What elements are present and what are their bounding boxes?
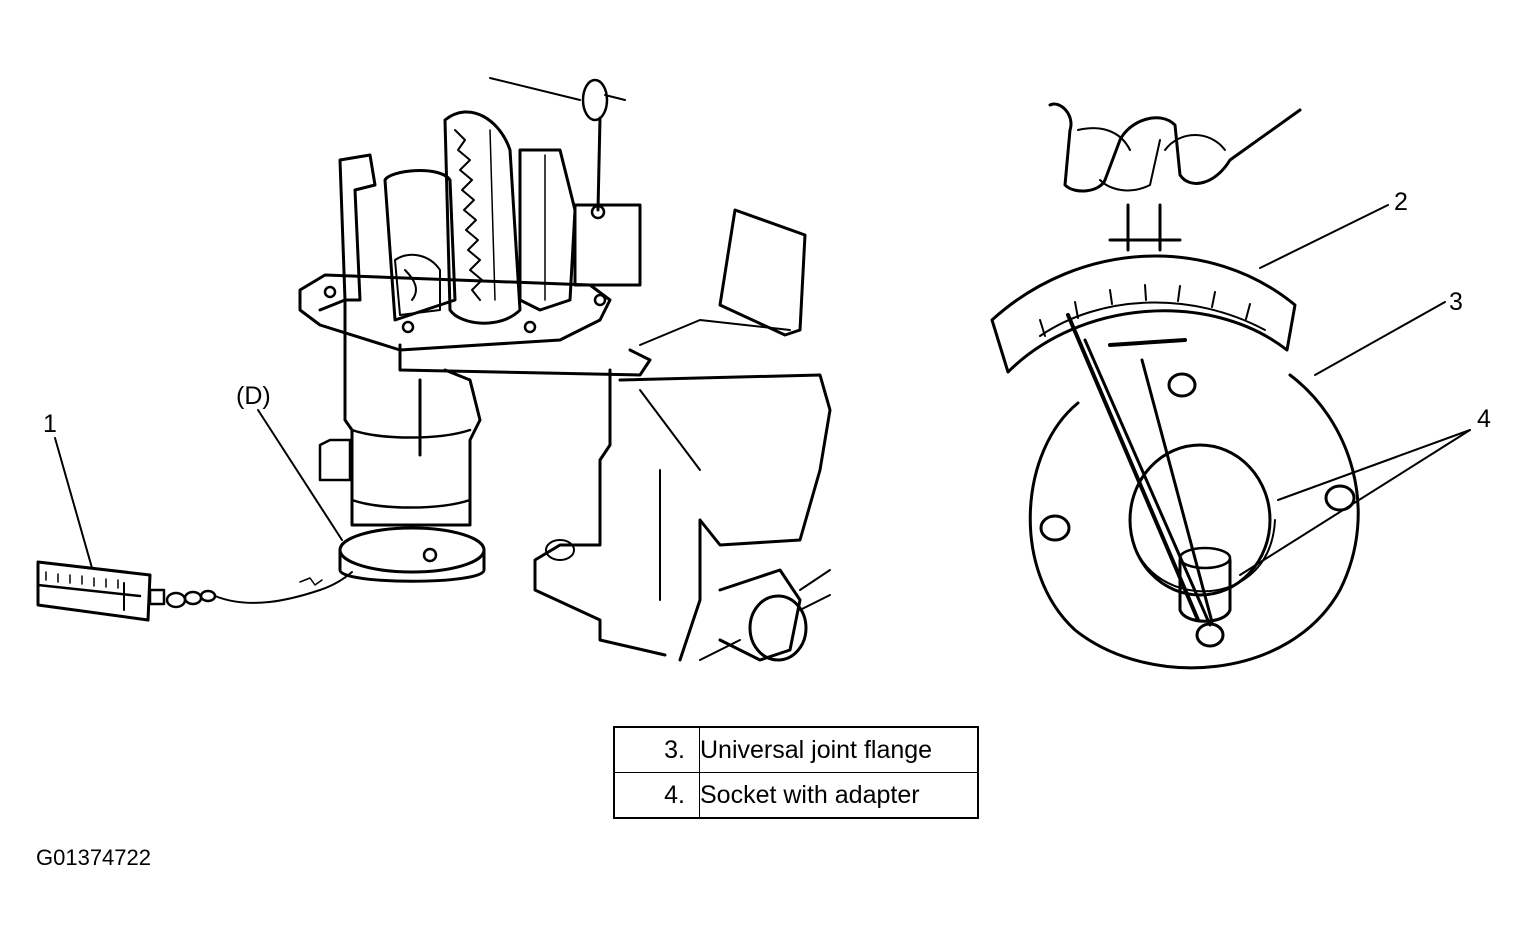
leader-line-2 <box>1259 204 1389 269</box>
pinion-housing <box>318 298 486 583</box>
legend-label: Universal joint flange <box>699 726 979 773</box>
callout-2: 2 <box>1394 188 1408 216</box>
differential-assembly-drawing <box>36 77 832 662</box>
leader-line-d <box>257 409 343 541</box>
leader-line-3 <box>1314 301 1446 376</box>
dial-indicator-probe <box>489 77 626 220</box>
legend-row: 4. Socket with adapter <box>613 772 979 819</box>
ring-gear <box>443 110 522 325</box>
bench-vise <box>398 208 832 662</box>
leader-line-4b <box>1239 429 1471 576</box>
torque-gauge <box>990 254 1297 374</box>
legend-number: 4. <box>613 772 700 819</box>
callout-d: (D) <box>236 382 271 410</box>
leader-line-1 <box>54 437 93 569</box>
leader-line-4a <box>1277 429 1471 501</box>
legend-number: 3. <box>613 726 700 773</box>
pull-chain <box>165 571 353 609</box>
callout-4: 4 <box>1477 405 1491 433</box>
differential-case <box>338 148 642 322</box>
spring-scale <box>36 560 166 622</box>
legend-label: Socket with adapter <box>699 772 979 819</box>
carrier-plate <box>298 273 612 352</box>
socket-with-adapter <box>1178 546 1232 648</box>
legend-table: 3. Universal joint flange 4. Socket with… <box>613 726 979 819</box>
wrench-needle <box>1066 313 1200 622</box>
callout-3: 3 <box>1449 288 1463 316</box>
hand <box>1048 102 1302 193</box>
universal-joint-flange <box>1028 372 1360 670</box>
figure-id: G01374722 <box>36 845 151 870</box>
torque-wrench-drawing <box>990 102 1471 670</box>
legend-row: 3. Universal joint flange <box>613 726 979 773</box>
callout-1: 1 <box>43 410 57 438</box>
